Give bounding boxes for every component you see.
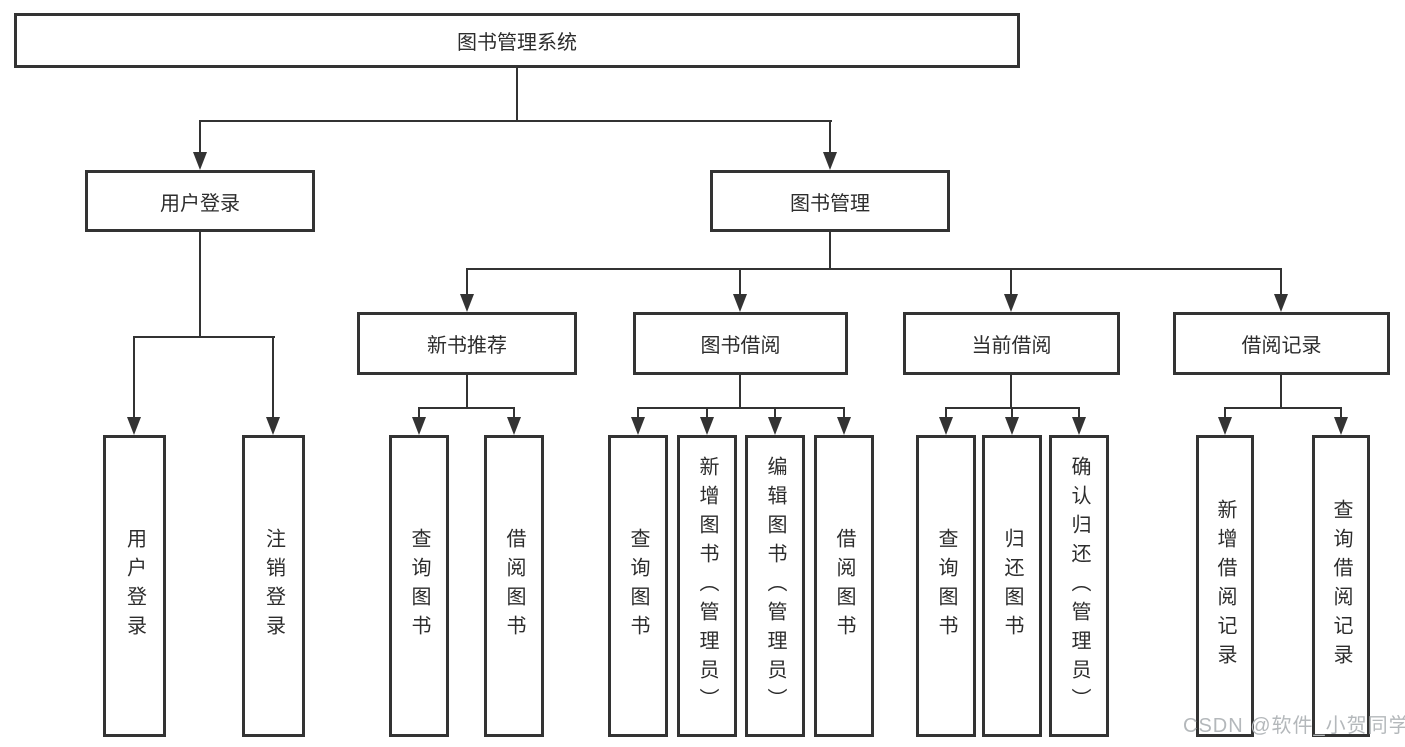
arrow-down-icon [1005, 417, 1019, 435]
connector-borrowing-rail [637, 407, 845, 409]
arrow-down-icon [1004, 294, 1018, 312]
arrow-down-icon [733, 294, 747, 312]
node-new-book-recommend: 新书推荐 [357, 312, 577, 375]
connector-line [1340, 407, 1342, 419]
connector-borrowing-stub [739, 375, 741, 408]
connector-line [706, 407, 708, 419]
connector-line [829, 120, 831, 154]
connector-line [1010, 268, 1012, 296]
arrow-down-icon [460, 294, 474, 312]
arrow-down-icon [823, 152, 837, 170]
node-user-login: 用户登录 [85, 170, 315, 232]
arrow-down-icon [193, 152, 207, 170]
arrow-down-icon [939, 417, 953, 435]
connector-line [1078, 407, 1080, 419]
arrow-down-icon [700, 417, 714, 435]
connector-line [843, 407, 845, 419]
connector-line [637, 407, 639, 419]
node-borrowing-records: 借阅记录 [1173, 312, 1390, 375]
connector-records-stub [1280, 375, 1282, 408]
connector-line [466, 268, 468, 296]
connector-user-login-rail [133, 336, 275, 338]
leaf-add-borrow-record: 新增借阅记录 [1196, 435, 1254, 737]
connector-current-stub [1010, 375, 1012, 408]
leaf-borrow-books-recommend: 借阅图书 [484, 435, 544, 737]
watermark: CSDN @软件_小贺同学 [1183, 715, 1405, 737]
leaf-borrow-books-borrowing: 借阅图书 [814, 435, 874, 737]
connector-line [1280, 268, 1282, 296]
leaf-return-books: 归还图书 [982, 435, 1042, 737]
node-library-management-system: 图书管理系统 [14, 13, 1020, 68]
connector-newbook-rail [418, 407, 515, 409]
arrow-down-icon [1334, 417, 1348, 435]
connector-line [774, 407, 776, 419]
leaf-query-books-current: 查询图书 [916, 435, 976, 737]
connector-root-stub [516, 68, 518, 122]
arrow-down-icon [768, 417, 782, 435]
connector-line [1011, 407, 1013, 419]
connector-line [418, 407, 420, 419]
node-book-management: 图书管理 [710, 170, 950, 232]
connector-line [739, 268, 741, 296]
leaf-user-login: 用户登录 [103, 435, 166, 737]
leaf-query-books-borrowing: 查询图书 [608, 435, 668, 737]
node-current-borrowing: 当前借阅 [903, 312, 1120, 375]
arrow-down-icon [266, 417, 280, 435]
connector-line [133, 336, 135, 419]
leaf-add-books-admin: 新增图书（管理员） [677, 435, 737, 737]
connector-line [1224, 407, 1226, 419]
arrow-down-icon [1274, 294, 1288, 312]
arrow-down-icon [127, 417, 141, 435]
connector-book-mgmt-rail [466, 268, 1282, 270]
connector-line [945, 407, 947, 419]
arrow-down-icon [507, 417, 521, 435]
leaf-confirm-return-admin: 确认归还（管理员） [1049, 435, 1109, 737]
connector-records-rail [1224, 407, 1342, 409]
connector-root-rail [199, 120, 832, 122]
arrow-down-icon [412, 417, 426, 435]
arrow-down-icon [1072, 417, 1086, 435]
node-book-borrowing: 图书借阅 [633, 312, 848, 375]
arrow-down-icon [631, 417, 645, 435]
leaf-query-borrow-record: 查询借阅记录 [1312, 435, 1370, 737]
connector-newbook-stub [466, 375, 468, 408]
leaf-logout: 注销登录 [242, 435, 305, 737]
arrow-down-icon [837, 417, 851, 435]
leaf-query-books-recommend: 查询图书 [389, 435, 449, 737]
connector-line [272, 336, 274, 419]
connector-line [513, 407, 515, 419]
connector-user-login-stub [199, 232, 201, 338]
connector-book-mgmt-stub [829, 232, 831, 270]
arrow-down-icon [1218, 417, 1232, 435]
leaf-edit-books-admin: 编辑图书（管理员） [745, 435, 805, 737]
connector-line [199, 120, 201, 154]
